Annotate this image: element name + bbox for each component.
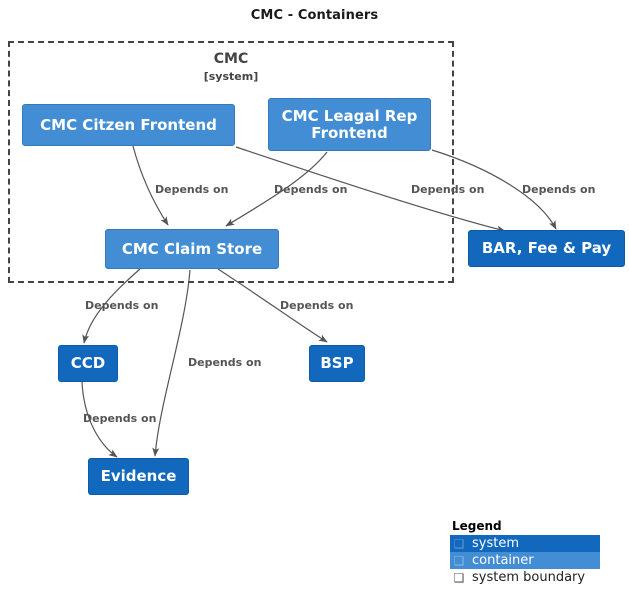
system-swatch-icon: ❑ — [453, 536, 465, 551]
edge-label-claimstore-to-evidence: Depends on — [188, 356, 262, 369]
node-label: CCD — [70, 354, 106, 373]
boundary-subtitle: [system] — [203, 70, 259, 83]
node-cmc-claim-store[interactable]: CMC Claim Store — [105, 229, 279, 269]
node-label: CMC Citzen Frontend — [40, 115, 217, 134]
node-bsp[interactable]: BSP — [309, 345, 365, 382]
container-swatch-icon: ❑ — [453, 553, 465, 568]
node-ccd[interactable]: CCD — [58, 345, 118, 382]
edge-label-citzen-to-claimstore: Depends on — [155, 183, 229, 196]
legend-item-label: container — [472, 553, 534, 568]
edge-label-leagalrep-to-claimstore: Depends on — [274, 183, 348, 196]
node-bar-fee-and-pay[interactable]: BAR, Fee & Pay — [468, 230, 625, 267]
legend-item-system-boundary: ❑ system boundary — [450, 569, 600, 586]
node-label: Evidence — [100, 467, 177, 486]
page-title: CMC - Containers — [250, 8, 379, 23]
edge-claimstore-to-evidence — [152, 269, 191, 457]
edge-label-claimstore-to-ccd: Depends on — [85, 299, 159, 312]
edge-label-ccd-to-evidence: Depends on — [83, 412, 157, 425]
legend-item-container: ❑ container — [450, 552, 600, 569]
node-evidence[interactable]: Evidence — [88, 458, 189, 495]
node-cmc-leagal-rep-frontend[interactable]: CMC Leagal Rep Frontend — [268, 98, 431, 151]
legend-item-label: system boundary — [472, 570, 586, 585]
node-label: CMC Claim Store — [121, 239, 263, 258]
node-cmc-citzen-frontend[interactable]: CMC Citzen Frontend — [22, 104, 235, 146]
legend-title: Legend — [452, 519, 502, 533]
edge-label-claimstore-to-bsp: Depends on — [280, 299, 354, 312]
boundary-title: CMC — [213, 51, 249, 67]
node-label: CMC Leagal Rep Frontend — [281, 106, 418, 142]
legend-item-label: system — [472, 536, 519, 551]
system-boundary-swatch-icon: ❑ — [453, 570, 465, 585]
node-label: BAR, Fee & Pay — [481, 239, 612, 258]
node-label: BSP — [320, 354, 354, 373]
legend: Legend ❑ system ❑ container ❑ system bou… — [450, 519, 600, 586]
edge-label-leagalrep-to-barfeepay: Depends on — [522, 183, 596, 196]
edge-label-citzen-to-barfeepay: Depends on — [411, 183, 485, 196]
legend-item-system: ❑ system — [450, 535, 600, 552]
